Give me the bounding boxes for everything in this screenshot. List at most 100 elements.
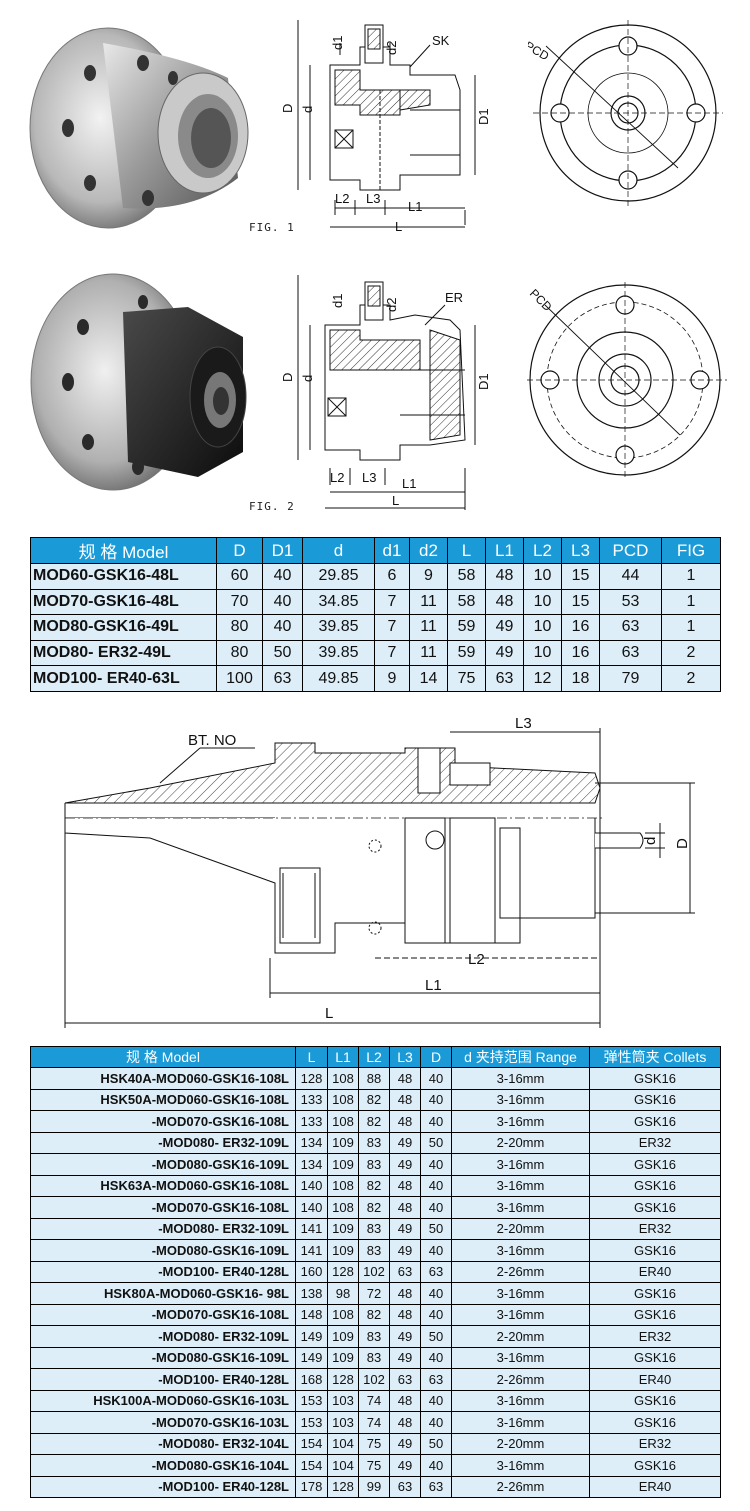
- value-cell: 40: [420, 1282, 452, 1305]
- value-cell: 6: [374, 563, 410, 590]
- value-cell: 48: [389, 1088, 421, 1111]
- value-cell: 59: [447, 639, 486, 667]
- value-cell: 40: [420, 1303, 452, 1326]
- value-cell: 10: [523, 563, 562, 590]
- value-cell: 10: [523, 614, 562, 641]
- value-cell: 16: [561, 639, 600, 667]
- value-cell: 3-16mm: [451, 1196, 590, 1219]
- value-cell: 9: [374, 665, 410, 692]
- value-cell: 154: [295, 1454, 328, 1477]
- value-cell: 134: [295, 1131, 328, 1154]
- model-cell: -MOD080-GSK16-109L: [30, 1153, 296, 1176]
- value-cell: 3-16mm: [451, 1067, 590, 1090]
- value-cell: 15: [561, 563, 600, 590]
- value-cell: 7: [374, 639, 410, 667]
- value-cell: 50: [420, 1432, 452, 1455]
- fig1-dim-D1: D1: [476, 108, 491, 125]
- value-cell: 1: [661, 614, 721, 641]
- value-cell: 109: [327, 1153, 359, 1176]
- value-cell: 108: [327, 1067, 359, 1090]
- value-cell: 3-16mm: [451, 1346, 590, 1369]
- value-cell: 63: [389, 1260, 421, 1283]
- value-cell: 49: [389, 1239, 421, 1262]
- value-cell: 40: [420, 1088, 452, 1111]
- fig1-dim-L2: L2: [335, 191, 349, 206]
- model-cell: -MOD100- ER40-128L: [30, 1475, 296, 1498]
- value-cell: 1: [661, 588, 721, 616]
- value-cell: 3-16mm: [451, 1174, 590, 1197]
- fig2-dim-L2: L2: [330, 470, 344, 485]
- fig1-dim-L3: L3: [366, 191, 380, 206]
- value-cell: 49: [389, 1217, 421, 1240]
- value-cell: 50: [420, 1325, 452, 1348]
- value-cell: ER32: [589, 1217, 721, 1240]
- value-cell: 148: [295, 1303, 328, 1326]
- value-cell: 70: [216, 588, 263, 616]
- model-cell: HSK50A-MOD060-GSK16-108L: [30, 1088, 296, 1111]
- value-cell: 63: [389, 1368, 421, 1391]
- value-cell: 49: [389, 1131, 421, 1154]
- model-cell: -MOD080- ER32-104L: [30, 1432, 296, 1455]
- value-cell: 108: [327, 1303, 359, 1326]
- value-cell: 53: [599, 588, 662, 616]
- value-cell: 178: [295, 1475, 328, 1498]
- value-cell: 2-26mm: [451, 1475, 590, 1498]
- value-cell: 80: [216, 639, 263, 667]
- value-cell: ER40: [589, 1260, 721, 1283]
- value-cell: 63: [389, 1475, 421, 1498]
- table2-header-4: L3: [389, 1046, 421, 1068]
- value-cell: 9: [409, 563, 448, 590]
- value-cell: 128: [327, 1260, 359, 1283]
- value-cell: 2-26mm: [451, 1260, 590, 1283]
- value-cell: 99: [358, 1475, 390, 1498]
- value-cell: 75: [358, 1454, 390, 1477]
- value-cell: 2-20mm: [451, 1432, 590, 1455]
- value-cell: 40: [262, 614, 303, 641]
- value-cell: 104: [327, 1454, 359, 1477]
- value-cell: 3-16mm: [451, 1389, 590, 1412]
- value-cell: GSK16: [589, 1454, 721, 1477]
- table1-header-7: L1: [485, 537, 524, 564]
- value-cell: GSK16: [589, 1110, 721, 1133]
- table2-header-3: L2: [358, 1046, 390, 1068]
- value-cell: 10: [523, 639, 562, 667]
- model-cell: -MOD080-GSK16-109L: [30, 1239, 296, 1262]
- model-cell: -MOD080- ER32-109L: [30, 1217, 296, 1240]
- model-cell: -MOD100- ER40-128L: [30, 1260, 296, 1283]
- value-cell: 83: [358, 1325, 390, 1348]
- value-cell: 82: [358, 1088, 390, 1111]
- value-cell: 109: [327, 1239, 359, 1262]
- value-cell: 1: [661, 563, 721, 590]
- fig1-dim-L1: L1: [408, 199, 422, 214]
- model-cell: -MOD080- ER32-109L: [30, 1131, 296, 1154]
- value-cell: ER32: [589, 1432, 721, 1455]
- model-cell: HSK100A-MOD060-GSK16-103L: [30, 1389, 296, 1412]
- value-cell: 40: [420, 1411, 452, 1434]
- value-cell: 58: [447, 563, 486, 590]
- fig1-dim-d2: d2: [384, 41, 399, 55]
- value-cell: GSK16: [589, 1067, 721, 1090]
- fig3-dim-L1: L1: [425, 977, 442, 994]
- value-cell: 40: [420, 1174, 452, 1197]
- fig3-dim-L2: L2: [468, 951, 485, 968]
- value-cell: 108: [327, 1174, 359, 1197]
- value-cell: 59: [447, 614, 486, 641]
- value-cell: 140: [295, 1196, 328, 1219]
- value-cell: 10: [523, 588, 562, 616]
- value-cell: 108: [327, 1196, 359, 1219]
- model-cell: -MOD080-GSK16-104L: [30, 1454, 296, 1477]
- value-cell: 149: [295, 1325, 328, 1348]
- value-cell: ER40: [589, 1475, 721, 1498]
- value-cell: 128: [327, 1368, 359, 1391]
